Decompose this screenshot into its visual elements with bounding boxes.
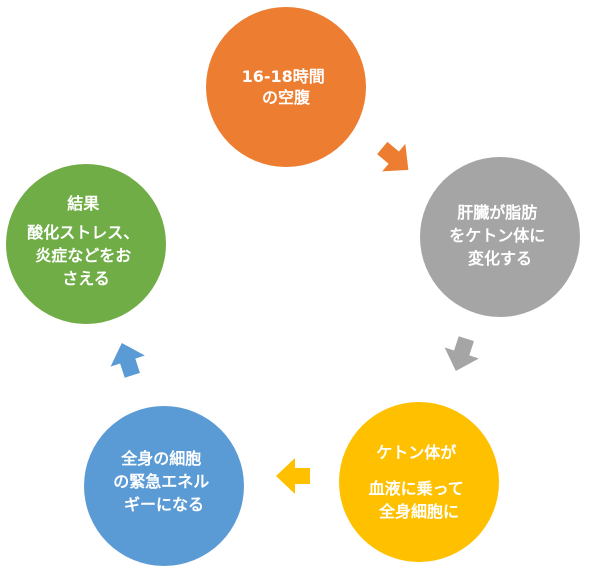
node-energy: 全身の細胞 の緊急エネル ギーになる (84, 406, 244, 566)
node-liver: 肝臓が脂肪 をケトン体に 変化する (420, 157, 580, 317)
node-energy-line: の緊急エネル (113, 472, 209, 491)
svg-text:ケトン体が 血液に乗って 全身細胞に: ケトン体が 血液に乗って 全身細胞に (369, 443, 470, 521)
node-result-line: 酸化ストレス、 (27, 223, 139, 242)
arrow-liver-to-blood (444, 336, 479, 372)
node-fasting-line: 16-18時間 (242, 67, 325, 86)
arrow-blood-to-energy (276, 458, 310, 494)
node-result-line: さえる (62, 269, 110, 288)
svg-text:結果 酸化ストレス、 炎症などをお: 結果 酸化ストレス、 炎症などをお さえる (27, 194, 145, 288)
node-energy-line: ギーになる (124, 495, 204, 514)
node-result-line: 炎症などをお (35, 246, 131, 265)
arrow-fasting-to-liver (377, 141, 409, 172)
node-liver-line: をケトン体に (449, 226, 545, 245)
svg-text:肝臓が脂肪 をケトン体に 変化する: 肝臓が脂肪 をケトン体に 変化する (449, 203, 551, 268)
node-liver-line: 肝臓が脂肪 (457, 203, 537, 222)
node-liver-line: 変化する (468, 249, 532, 268)
svg-text:16-18時間 の空腹: 16-18時間 の空腹 (242, 67, 331, 107)
node-energy-line: 全身の細胞 (120, 449, 201, 468)
node-result: 結果 酸化ストレス、 炎症などをお さえる (6, 164, 166, 324)
node-result-line: 結果 (67, 194, 99, 213)
node-blood-line: 血液に乗って (369, 479, 464, 498)
node-fasting-line: の空腹 (262, 88, 311, 107)
node-blood-line: ケトン体が (376, 443, 456, 462)
arrow-energy-to-result (110, 342, 145, 378)
svg-text:全身の細胞 の緊急エネル ギーになる: 全身の細胞 の緊急エネル ギーになる (113, 449, 215, 514)
node-blood: ケトン体が 血液に乗って 全身細胞に (339, 402, 499, 562)
node-blood-line: 全身細胞に (378, 502, 459, 521)
node-fasting: 16-18時間 の空腹 (206, 7, 366, 167)
